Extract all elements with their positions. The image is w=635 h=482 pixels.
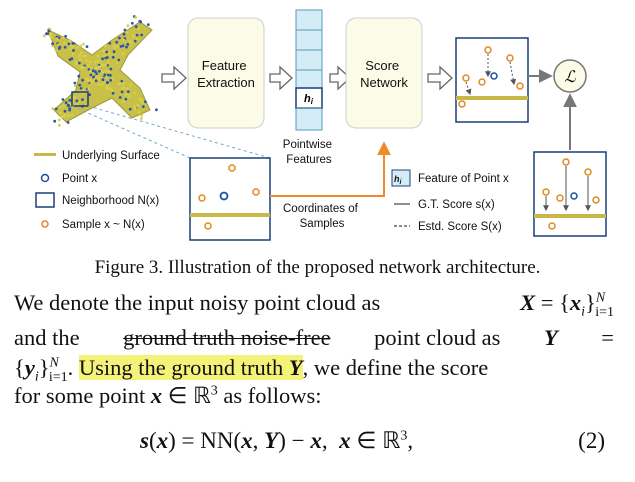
neighborhood-marker (71, 91, 89, 107)
feature-extraction-box (187, 17, 265, 129)
para-text-2c: point cloud as (374, 325, 501, 350)
pointwise-label-2: Features (286, 154, 332, 166)
svg-text:Feature Extraction: Feature Extraction (197, 58, 255, 90)
flow-arrow-3 (329, 65, 351, 91)
para-line-4: for some point x ∈ ℝ3 as follows: (14, 380, 614, 412)
math-eq: = (601, 325, 614, 350)
architecture-figure: Feature Extraction hi Pointwise Features… (34, 9, 607, 241)
para-line-1: We denote the input noisy point cloud as… (14, 287, 614, 319)
para-text-4a: for some point (14, 383, 146, 408)
para-text-1: We denote the input noisy point cloud as (14, 290, 381, 315)
svg-text:hi: hi (394, 174, 403, 186)
para-struck-text: ground truth noise-free (123, 325, 331, 350)
svg-text:Score Network: Score Network (360, 58, 408, 90)
flow-arrow-4 (427, 65, 453, 91)
point-cloud (42, 15, 158, 127)
feature-cell-label: h (304, 93, 311, 105)
legend-left: Underlying Surface Point x Neighborhood … (34, 150, 160, 231)
coordinates-arrow (270, 141, 391, 197)
legend-neighborhood: Neighborhood N(x) (62, 195, 159, 207)
legend-gt-score: G.T. Score s(x) (418, 199, 495, 211)
para-line-3: {yi}Ni=1. Using the ground truth Y, we d… (14, 352, 614, 384)
svg-text:Pointwise Features: Pointwise Features (283, 139, 335, 166)
figure-caption: Figure 3. Illustration of the proposed n… (94, 257, 541, 278)
para-text-2a: and the (14, 325, 80, 350)
equation-body: s(x) = NN(x, Y) − x, x ∈ ℝ3, (140, 428, 414, 453)
loss-node (553, 59, 587, 93)
math-Y-def: {yi}Ni=1. (14, 355, 74, 385)
score-network-label: Score (365, 58, 399, 73)
para-text-3b: , we define the score (302, 355, 489, 380)
flow-arrow-1 (161, 65, 187, 91)
coordinates-label-2: Samples (300, 218, 345, 230)
legend-sample: Sample x ~ N(x) (62, 219, 145, 231)
legend-point: Point x (62, 173, 97, 185)
feature-cell-sub: i (311, 97, 314, 106)
feature-extraction-label-2: Extraction (197, 75, 255, 90)
equation-2: s(x) = NN(x, Y) − x, x ∈ ℝ3, (2) (0, 428, 635, 464)
legend-estd-score: Estd. Score S(x) (418, 221, 502, 233)
legend-underlying-surface: Underlying Surface (62, 150, 160, 162)
math-X-def: X = {xi}Ni=1 (520, 290, 614, 320)
score-network-label-2: Network (360, 75, 408, 90)
score-network-box (345, 17, 423, 129)
flow-arrow-2 (269, 65, 293, 91)
coordinates-label-1: Coordinates of (283, 203, 359, 215)
neighborhood-detail (189, 157, 271, 241)
svg-text:hi: hi (304, 93, 314, 106)
legend-feature: Feature of Point x (418, 173, 509, 185)
equation-number: (2) (578, 428, 605, 453)
gt-score-panel (533, 151, 607, 237)
math-x-in-R3: x ∈ ℝ3 (150, 383, 218, 408)
feature-extraction-label: Feature (202, 58, 247, 73)
feature-column: hi (295, 9, 323, 131)
para-text-4b: as follows: (223, 383, 322, 408)
svg-text:Coordinates of Samples: Coordinates of Samples (283, 203, 361, 230)
highlighted-text: Using the ground truth Y (78, 355, 303, 380)
pointwise-label-1: Pointwise (283, 139, 332, 151)
estimated-score-panel (455, 37, 529, 123)
loss-symbol: ℒ (564, 69, 576, 86)
math-Y: Y (543, 325, 558, 350)
para-line-2: and the ground truth noise-free point cl… (14, 322, 614, 354)
highlight-words: Using the ground truth (78, 355, 284, 380)
legend-right: hi Feature of Point x G.T. Score s(x) Es… (391, 169, 509, 233)
